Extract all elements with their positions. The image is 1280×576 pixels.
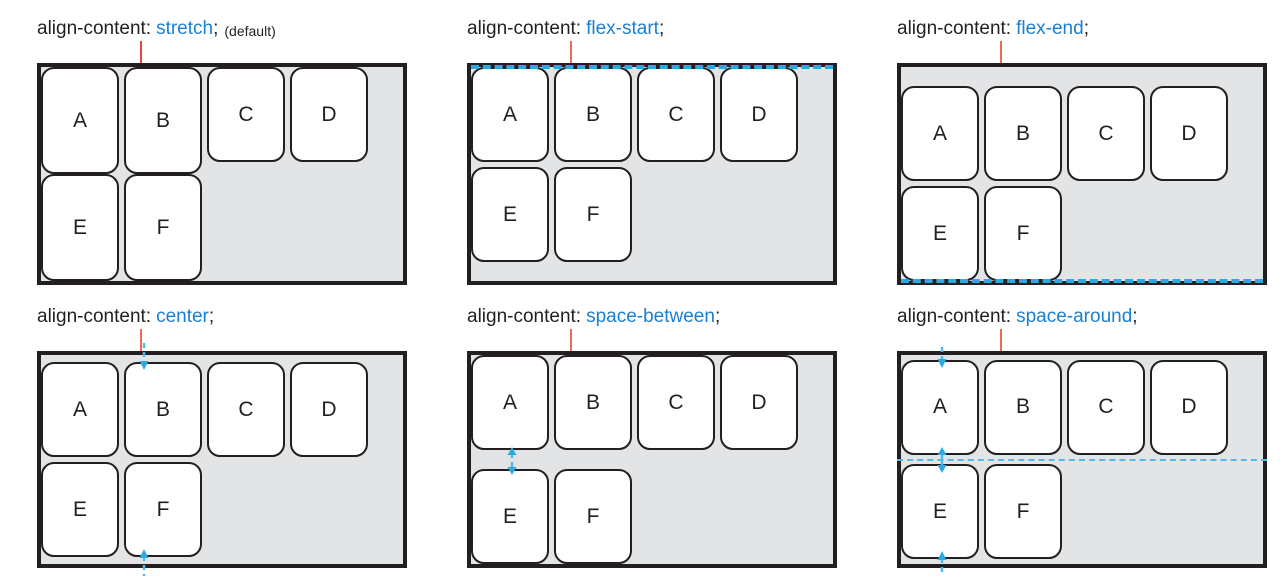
property-name: align-content:: [37, 306, 152, 327]
property-value: stretch: [156, 18, 214, 39]
flex-item: A: [41, 67, 119, 174]
caption-flex-start: align-content:flex-start;: [450, 12, 850, 38]
flex-item: D: [1150, 86, 1228, 181]
flex-item: F: [554, 469, 632, 564]
flex-container-space-between: A B C D E F: [467, 351, 837, 568]
flex-item: D: [290, 362, 368, 457]
flex-item: B: [124, 362, 202, 457]
flex-line-2: E F: [901, 464, 1263, 560]
flex-item: C: [207, 362, 285, 457]
flex-item: C: [1067, 86, 1145, 181]
pointer-line: [1000, 329, 1002, 352]
flex-item: F: [124, 462, 202, 557]
pointer-line: [140, 41, 142, 64]
property-name: align-content:: [897, 306, 1012, 327]
property-value: flex-start: [586, 18, 659, 39]
flex-item: D: [1150, 359, 1228, 455]
flex-item: E: [471, 167, 549, 262]
flex-item: A: [471, 67, 549, 162]
semicolon: ;: [1132, 306, 1138, 327]
caption-space-between: align-content:space-between;: [450, 300, 850, 326]
flex-container-stretch: A B C D E F: [37, 63, 407, 285]
property-name: align-content:: [467, 306, 582, 327]
flex-line-2: E F: [41, 174, 403, 281]
flex-line-2: E F: [901, 186, 1263, 281]
flex-item: F: [984, 464, 1062, 560]
example-flex-end: align-content:flex-end; A B C D E F: [880, 12, 1280, 285]
flex-item: B: [554, 67, 632, 162]
flex-line-1: A B C D: [41, 362, 403, 457]
semicolon: ;: [208, 306, 215, 327]
flex-item: A: [901, 86, 979, 181]
flex-line-1: A B C D: [471, 355, 833, 450]
flex-line-1: A B C D: [901, 86, 1263, 181]
example-flex-start: align-content:flex-start; A B C D E F: [450, 12, 850, 285]
example-space-around: align-content:space-around; A B C D E F: [880, 300, 1280, 572]
flex-item: C: [637, 355, 715, 450]
property-value: space-around: [1016, 306, 1133, 327]
pointer-line: [570, 329, 572, 352]
flex-item: A: [901, 359, 979, 455]
property-value: flex-end: [1016, 18, 1084, 39]
property-value: center: [156, 306, 209, 327]
semicolon: ;: [658, 18, 665, 39]
example-stretch: align-content:stretch; (default) A B C D …: [20, 12, 420, 285]
property-name: align-content:: [897, 18, 1012, 39]
flex-item: F: [554, 167, 632, 262]
flex-line-2: E F: [41, 462, 403, 557]
flex-item: A: [471, 355, 549, 450]
flex-container-flex-end: A B C D E F: [897, 63, 1267, 285]
flex-item: E: [901, 186, 979, 281]
flex-line-2: E F: [471, 167, 833, 262]
flex-container-center: A B C D E F: [37, 343, 407, 576]
flex-item: D: [720, 355, 798, 450]
flex-item: C: [207, 67, 285, 162]
example-center: align-content:center; A B C D E F: [20, 300, 420, 576]
caption-center: align-content:center;: [20, 300, 420, 326]
flex-item: B: [984, 359, 1062, 455]
flex-line-1: A B C D: [901, 359, 1263, 455]
property-name: align-content:: [37, 18, 152, 39]
flex-item: E: [901, 464, 979, 560]
flex-item: E: [471, 469, 549, 564]
flex-item: C: [1067, 359, 1145, 455]
pointer-line: [570, 41, 572, 64]
flex-line-1: A B C D: [471, 67, 833, 162]
flex-item: F: [984, 186, 1062, 281]
flex-item: E: [41, 174, 119, 281]
flex-item: B: [124, 67, 202, 174]
pointer-line: [1000, 41, 1002, 64]
flex-item: B: [554, 355, 632, 450]
flex-item: F: [124, 174, 202, 281]
flex-item: D: [720, 67, 798, 162]
flex-item: D: [290, 67, 368, 162]
semicolon: ;: [213, 18, 219, 39]
flex-item: C: [637, 67, 715, 162]
flex-line-2: E F: [471, 469, 833, 564]
flex-item: E: [41, 462, 119, 557]
caption-stretch: align-content:stretch; (default): [20, 12, 420, 38]
caption-flex-end: align-content:flex-end;: [880, 12, 1280, 38]
flex-line-1: A B C D: [41, 67, 403, 174]
flex-container-flex-start: A B C D E F: [467, 63, 837, 285]
semicolon: ;: [714, 306, 721, 327]
property-value: space-between: [586, 306, 715, 327]
flex-item: A: [41, 362, 119, 457]
example-space-between: align-content:space-between; A B C D E F: [450, 300, 850, 568]
pointer-line: [140, 329, 142, 352]
default-note: (default): [224, 23, 276, 39]
property-name: align-content:: [467, 18, 582, 39]
flex-item: B: [984, 86, 1062, 181]
caption-space-around: align-content:space-around;: [880, 300, 1280, 326]
flex-container-space-around: A B C D E F: [897, 347, 1267, 572]
semicolon: ;: [1083, 18, 1089, 39]
